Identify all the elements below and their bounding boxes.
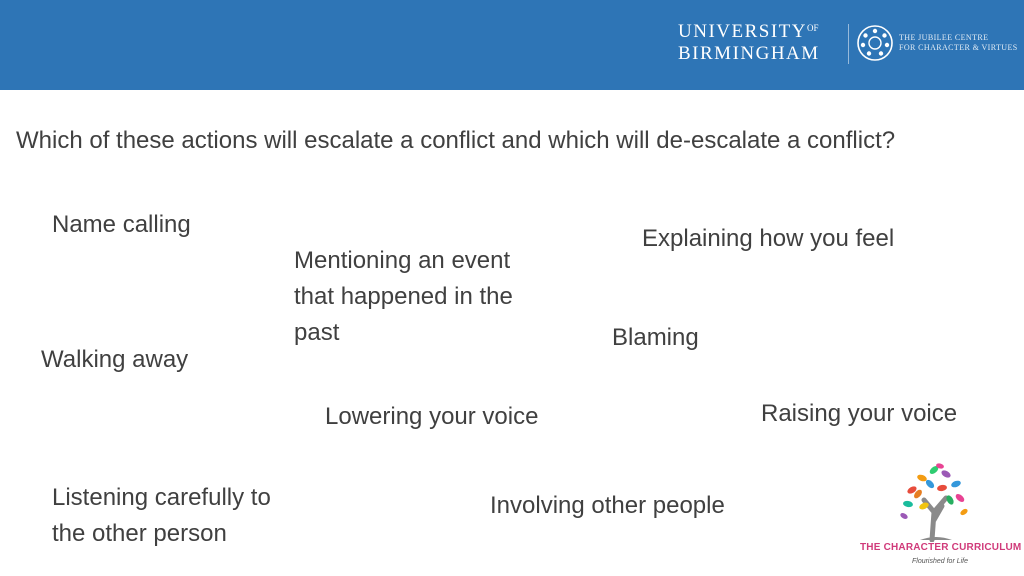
item-listening-line2: the other person — [52, 520, 227, 547]
character-curriculum-logo: THE CHARACTER CURRICULUM Flourished for … — [860, 460, 1022, 572]
jubilee-centre-wordmark: THE JUBILEE CENTRE FOR CHARACTER & VIRTU… — [899, 33, 1018, 53]
logo-title: THE CHARACTER CURRICULUM — [860, 542, 1022, 553]
item-lowering-your-voice: Lowering your voice — [325, 403, 539, 430]
item-explaining-how-you-feel: Explaining how you feel — [642, 225, 895, 252]
university-line1: UNIVERSITY — [678, 21, 807, 42]
header-divider — [848, 24, 849, 64]
item-mentioning-line3: past — [294, 319, 340, 346]
item-mentioning-past-event: Mentioning an event that happened in the… — [294, 243, 513, 351]
centre-line1: THE JUBILEE CENTRE — [899, 33, 989, 42]
university-of-birmingham-logo: UNIVERSITYOF BIRMINGHAM — [678, 22, 820, 63]
logo-tagline: Flourished for Life — [911, 558, 969, 565]
jubilee-centre-emblem-icon — [857, 25, 893, 61]
item-listening-carefully: Listening carefully to the other person — [52, 480, 271, 552]
item-blaming: Blaming — [612, 324, 699, 351]
header-bar: UNIVERSITYOF BIRMINGHAM THE JUBILEE CENT… — [0, 0, 1024, 90]
item-mentioning-line2: that happened in the — [294, 283, 513, 310]
item-mentioning-line1: Mentioning an event — [294, 247, 511, 274]
item-raising-your-voice: Raising your voice — [761, 400, 958, 427]
item-walking-away: Walking away — [41, 346, 189, 373]
item-name-calling: Name calling — [52, 211, 191, 238]
university-of: OF — [807, 23, 819, 33]
centre-line2: FOR CHARACTER & VIRTUES — [899, 43, 1018, 52]
item-involving-other-people: Involving other people — [490, 492, 725, 519]
question-heading: Which of these actions will escalate a c… — [16, 127, 896, 154]
university-line2: BIRMINGHAM — [678, 43, 820, 64]
tree-icon — [900, 463, 968, 543]
item-listening-line1: Listening carefully to — [52, 484, 271, 511]
